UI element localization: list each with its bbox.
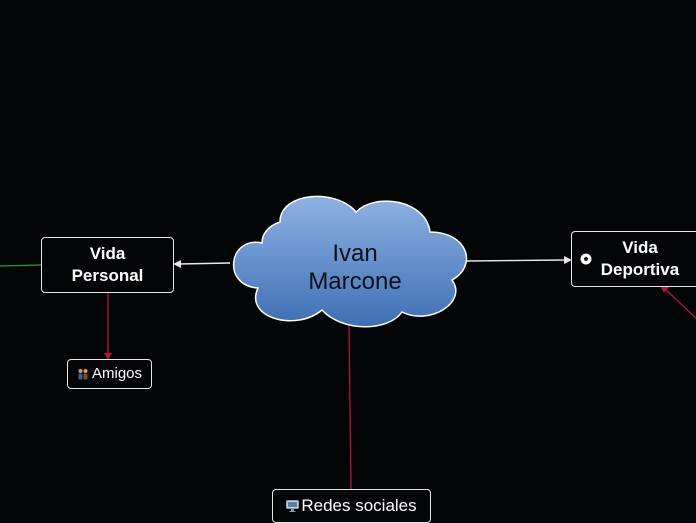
arrowhead-vida-deportiva-incoming [660,285,669,293]
central-cloud[interactable] [233,195,468,328]
node-redes-sociales-label: Redes sociales [301,496,417,515]
node-amigos[interactable]: Amigos [67,359,152,389]
connector-offscreen-right [663,287,696,319]
arrowhead-amigos [104,353,112,360]
node-redes-sociales[interactable]: Redes sociales [272,489,431,523]
node-vida-deportiva[interactable]: Vida Deportiva [571,231,696,287]
connector-vida-deportiva [466,259,568,262]
connector-offscreen-left [0,264,42,267]
connector-redes-sociales [348,324,352,490]
node-amigos-label: Amigos [91,365,143,382]
node-vida-personal[interactable]: Vida Personal [41,237,174,293]
central-topic-label: Ivan Marcone [290,240,420,296]
central-topic-line-2: Marcone [308,268,402,295]
soccer-ball-icon [580,253,592,265]
node-vida-deportiva-line-1: Vida [622,238,658,257]
node-vida-personal-line-2: Personal [71,266,144,285]
monitor-icon [286,500,300,512]
connector-vida-personal [177,262,231,265]
node-vida-personal-line-1: Vida [89,244,126,263]
people-icon [78,369,88,380]
arrowhead-vida-personal [173,260,181,268]
arrowhead-vida-deportiva [564,256,572,264]
node-vida-deportiva-line-2: Deportiva [600,260,680,279]
central-topic-line-1: Ivan [332,240,378,267]
